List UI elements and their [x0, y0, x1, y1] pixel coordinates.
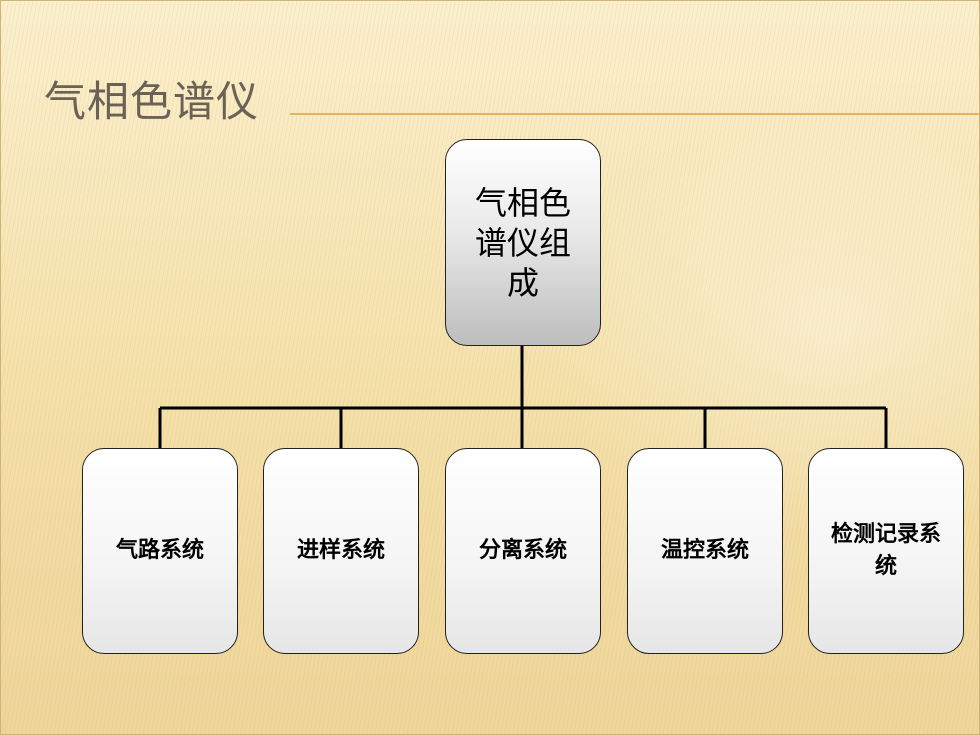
child-node-label: 气路系统: [115, 538, 204, 563]
child-node-label: 检测记录系统: [830, 522, 941, 579]
child-node-label: 分离系统: [478, 538, 567, 563]
child-node-detection-recording: 检测记录系统: [808, 448, 964, 654]
child-node-injection: 进样系统: [263, 448, 419, 654]
title-underline: [290, 113, 980, 115]
child-node-label: 温控系统: [660, 538, 749, 563]
root-node-label: 气相色谱仪组成: [474, 183, 571, 302]
child-node-separation: 分离系统: [445, 448, 601, 654]
root-node: 气相色谱仪组成: [445, 139, 601, 346]
child-node-gas-path: 气路系统: [82, 448, 238, 654]
slide-title: 气相色谱仪: [44, 77, 260, 126]
child-node-temperature-control: 温控系统: [627, 448, 783, 654]
child-node-label: 进样系统: [296, 538, 385, 563]
